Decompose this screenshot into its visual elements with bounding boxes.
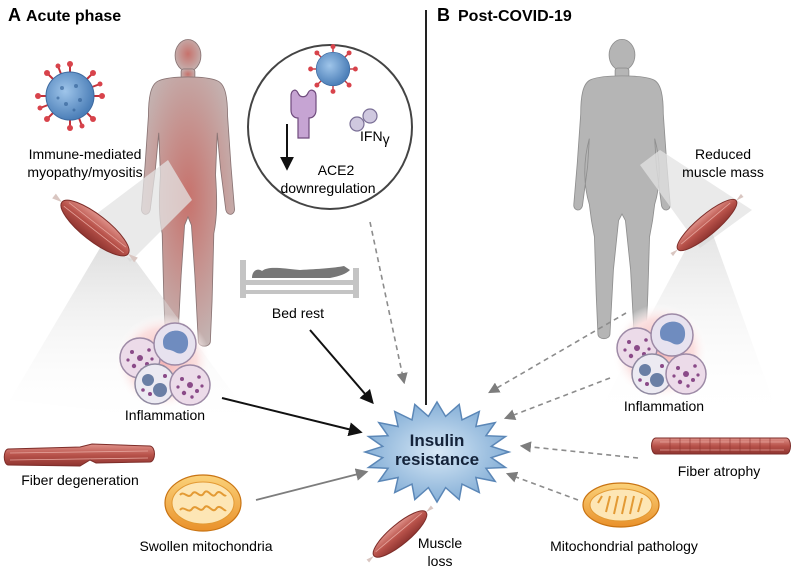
- fiber-atrophy-icon: [651, 437, 791, 455]
- inflammation-label-post: Inflammation: [624, 398, 704, 414]
- swollen-mitochondria-label: Swollen mitochondria: [139, 538, 272, 554]
- reduced-muscle-label-line2: muscle mass: [682, 164, 764, 180]
- downregulation-label: downregulation: [281, 180, 376, 196]
- arrow-inflammation-post: [503, 377, 611, 421]
- arrow-mitochondrial-pathology: [505, 471, 579, 501]
- panel-b-letter: B: [437, 5, 450, 25]
- insulin-resistance-starburst: [362, 400, 512, 504]
- insulin-label: Insulin: [410, 431, 465, 450]
- fiber-atrophy-label: Fiber atrophy: [678, 463, 760, 479]
- bed-rest-icon: [240, 260, 359, 298]
- muscle-icon-acute: [52, 193, 138, 263]
- inflammation-cells-post: [612, 304, 708, 400]
- panel-a-letter: A: [8, 5, 21, 25]
- resistance-label: resistance: [395, 450, 479, 469]
- fiber-degeneration-icon: [3, 443, 155, 467]
- post-covid-human-figure: [573, 38, 671, 340]
- reduced-muscle-label-line1: Reduced: [695, 146, 751, 162]
- bed-rest-label: Bed rest: [272, 305, 324, 321]
- myopathy-label-line1: Immune-mediated: [29, 146, 142, 162]
- myopathy-label-line2: myopathy/myositis: [27, 164, 142, 180]
- arrow-mitochondria-acute: [255, 468, 369, 501]
- ace2-label: ACE2: [318, 162, 355, 178]
- inflammation-label-acute: Inflammation: [125, 407, 205, 423]
- arrow-fiber-atrophy: [519, 441, 639, 459]
- ifn-gamma-label: IFNγ: [360, 128, 390, 147]
- ifn-gamma-icon: [349, 108, 378, 132]
- muscle-loss-label-line2: loss: [428, 553, 453, 569]
- muscle-icon-post: [670, 193, 744, 257]
- arrow-bed-rest: [309, 329, 374, 405]
- ace2-receptor-icon: [290, 89, 317, 139]
- arrow-inset: [369, 221, 408, 385]
- muscle-loss-label-line1: Muscle: [418, 535, 463, 551]
- swollen-mitochondria-icon: [164, 474, 242, 532]
- mitochondrial-pathology-label: Mitochondrial pathology: [550, 538, 698, 554]
- arrow-inflammation-acute: [221, 397, 363, 437]
- virus-icon-inset: [308, 44, 358, 94]
- mitochondrial-pathology-icon: [582, 482, 660, 528]
- panel-b-title: Post-COVID-19: [458, 8, 572, 25]
- fiber-degeneration-label: Fiber degeneration: [21, 472, 139, 488]
- panel-a-title: Acute phase: [26, 8, 121, 25]
- virus-icon: [35, 61, 105, 131]
- muscle-loss-icon: [366, 505, 434, 563]
- inflammation-cells-acute: [115, 314, 211, 410]
